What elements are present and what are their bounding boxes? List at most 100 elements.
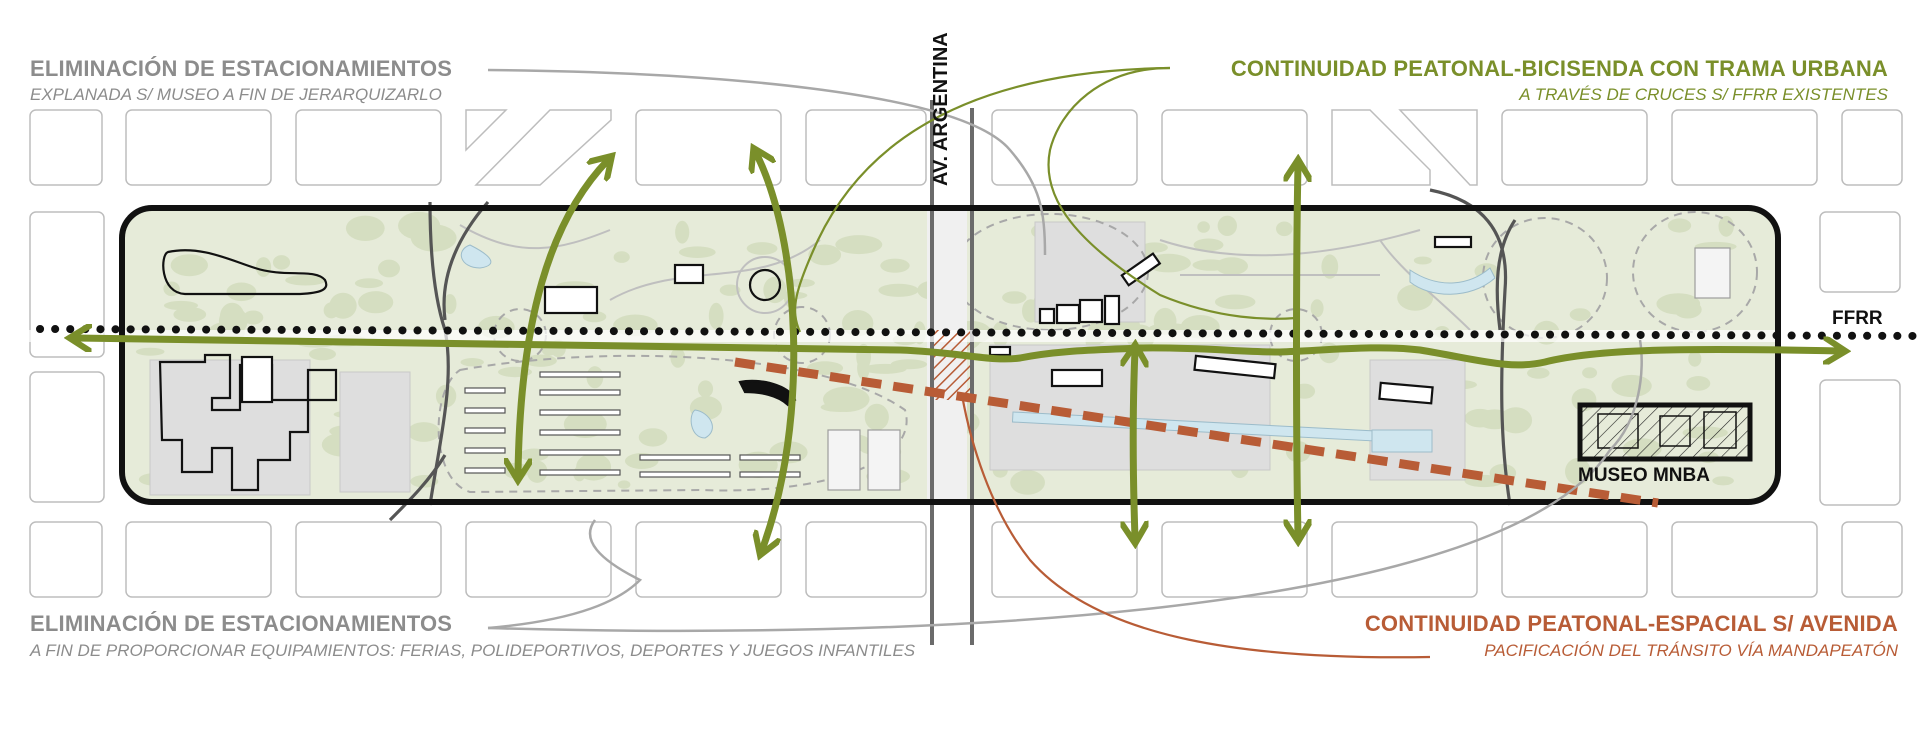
vegetation-patch	[890, 359, 928, 370]
parking-row	[639, 471, 731, 478]
label-museum: MUSEO MNBA	[1578, 465, 1710, 486]
parking-row	[464, 427, 506, 434]
city-block	[125, 521, 272, 598]
vegetation-patch	[746, 242, 778, 255]
vegetation-patch	[697, 380, 714, 398]
label-avenue-name: AV. ARGENTINA	[930, 32, 952, 186]
vegetation-patch	[1476, 409, 1514, 430]
city-block	[1819, 379, 1901, 506]
city-block	[295, 521, 442, 598]
vegetation-patch	[285, 274, 326, 286]
vegetation-patch	[880, 258, 910, 273]
city-block	[991, 521, 1138, 598]
city-block	[465, 109, 508, 152]
parking-row	[539, 429, 621, 436]
vegetation-patch	[1217, 215, 1238, 236]
vegetation-patch	[678, 246, 716, 258]
city-blocks-bottom	[29, 521, 1903, 598]
vegetation-patch	[226, 282, 257, 302]
parking-row	[639, 454, 731, 461]
city-block	[1841, 521, 1903, 598]
vegetation-patch	[1397, 284, 1434, 311]
parking-row	[464, 407, 506, 414]
parking-row	[739, 454, 801, 461]
green-crossing-arrows	[518, 153, 1298, 550]
vegetation-patch	[670, 347, 686, 368]
label-railway: FFRR	[1832, 308, 1883, 329]
city-block	[1398, 109, 1478, 186]
city-block	[1671, 109, 1818, 186]
city-block	[1331, 109, 1431, 186]
vegetation-patch	[1276, 221, 1293, 237]
vegetation-patch	[358, 291, 394, 314]
vegetation-patch	[354, 278, 384, 289]
vegetation-patch	[345, 215, 385, 241]
label-avenue-continuity-subtitle: PACIFICACIÓN DEL TRÁNSITO VÍA MANDAPEATÓ…	[1484, 641, 1898, 660]
vegetation-patch	[1569, 308, 1591, 321]
vegetation-patch	[576, 453, 612, 481]
orange-leader	[960, 394, 1431, 659]
vegetation-patch	[638, 428, 668, 447]
parking-row	[739, 471, 801, 478]
museum-hatch	[1577, 402, 1753, 462]
label-parking-removal-bottom-subtitle: A FIN DE PROPORCIONAR EQUIPAMIENTOS: FER…	[30, 641, 916, 660]
vegetation-patch	[864, 403, 889, 431]
vegetation-patch	[613, 251, 630, 263]
parking-row	[464, 387, 506, 394]
vegetation-patch	[1197, 221, 1210, 233]
city-block	[1501, 109, 1648, 186]
vegetation-patch	[255, 257, 272, 277]
vegetation-patch	[1192, 259, 1229, 271]
city-block	[474, 109, 612, 186]
vegetation-patch	[1688, 350, 1702, 367]
vegetation-patch	[820, 402, 861, 413]
label-avenue-continuity-title: CONTINUIDAD PEATONAL-ESPACIAL S/ AVENIDA	[1364, 611, 1898, 636]
city-block	[1161, 109, 1308, 186]
parking-row	[539, 449, 621, 456]
vegetation-patch	[808, 244, 842, 266]
city-block	[991, 109, 1138, 186]
city-blocks-side	[29, 211, 1901, 506]
vegetation-patch	[1582, 367, 1598, 379]
city-block	[635, 521, 782, 598]
vegetation-patch	[173, 307, 207, 322]
vegetation-patch	[1321, 254, 1339, 279]
label-parking-removal-bottom-title: ELIMINACIÓN DE ESTACIONAMIENTOS	[30, 611, 453, 636]
city-block	[1161, 521, 1308, 598]
vegetation-patch	[1718, 215, 1734, 237]
vegetation-patch	[719, 284, 741, 296]
vegetation-patch	[1413, 256, 1432, 265]
city-block	[125, 109, 272, 186]
green-leaders	[794, 66, 1297, 333]
vegetation-patch	[835, 235, 883, 255]
vegetation-patch	[1010, 470, 1045, 495]
grey-leaders	[487, 68, 1643, 633]
orange-axis	[734, 357, 1659, 508]
vegetation-patch	[1611, 374, 1652, 398]
label-pedestrian-bike-title: CONTINUIDAD PEATONAL-BICISENDA CON TRAMA…	[1230, 56, 1888, 81]
vegetation-patch	[1002, 291, 1027, 304]
vegetation-patch	[329, 292, 357, 319]
vegetation-patch	[1310, 299, 1324, 318]
vegetation-patch	[1686, 376, 1711, 391]
vegetation-patch	[398, 211, 441, 240]
vegetation-patch	[309, 347, 336, 361]
vegetation-patch	[1656, 293, 1701, 315]
vegetation-patch	[170, 254, 208, 277]
vegetation-patch	[1193, 238, 1224, 252]
museum-inner	[1597, 411, 1737, 449]
parking-row	[464, 467, 506, 474]
city-block	[1841, 109, 1903, 186]
vegetation-patch	[1214, 294, 1256, 310]
parking-row	[539, 469, 621, 476]
city-block	[805, 109, 927, 186]
vegetation-patch	[857, 356, 870, 380]
city-block	[635, 109, 782, 186]
label-pedestrian-bike-subtitle: A TRAVÉS DE CRUCES S/ FFRR EXISTENTES	[1519, 85, 1888, 104]
vegetation-patch	[1712, 476, 1734, 486]
vegetation-patch	[708, 302, 724, 330]
vegetation-patch	[1527, 367, 1550, 379]
vegetation-patch	[378, 259, 400, 278]
